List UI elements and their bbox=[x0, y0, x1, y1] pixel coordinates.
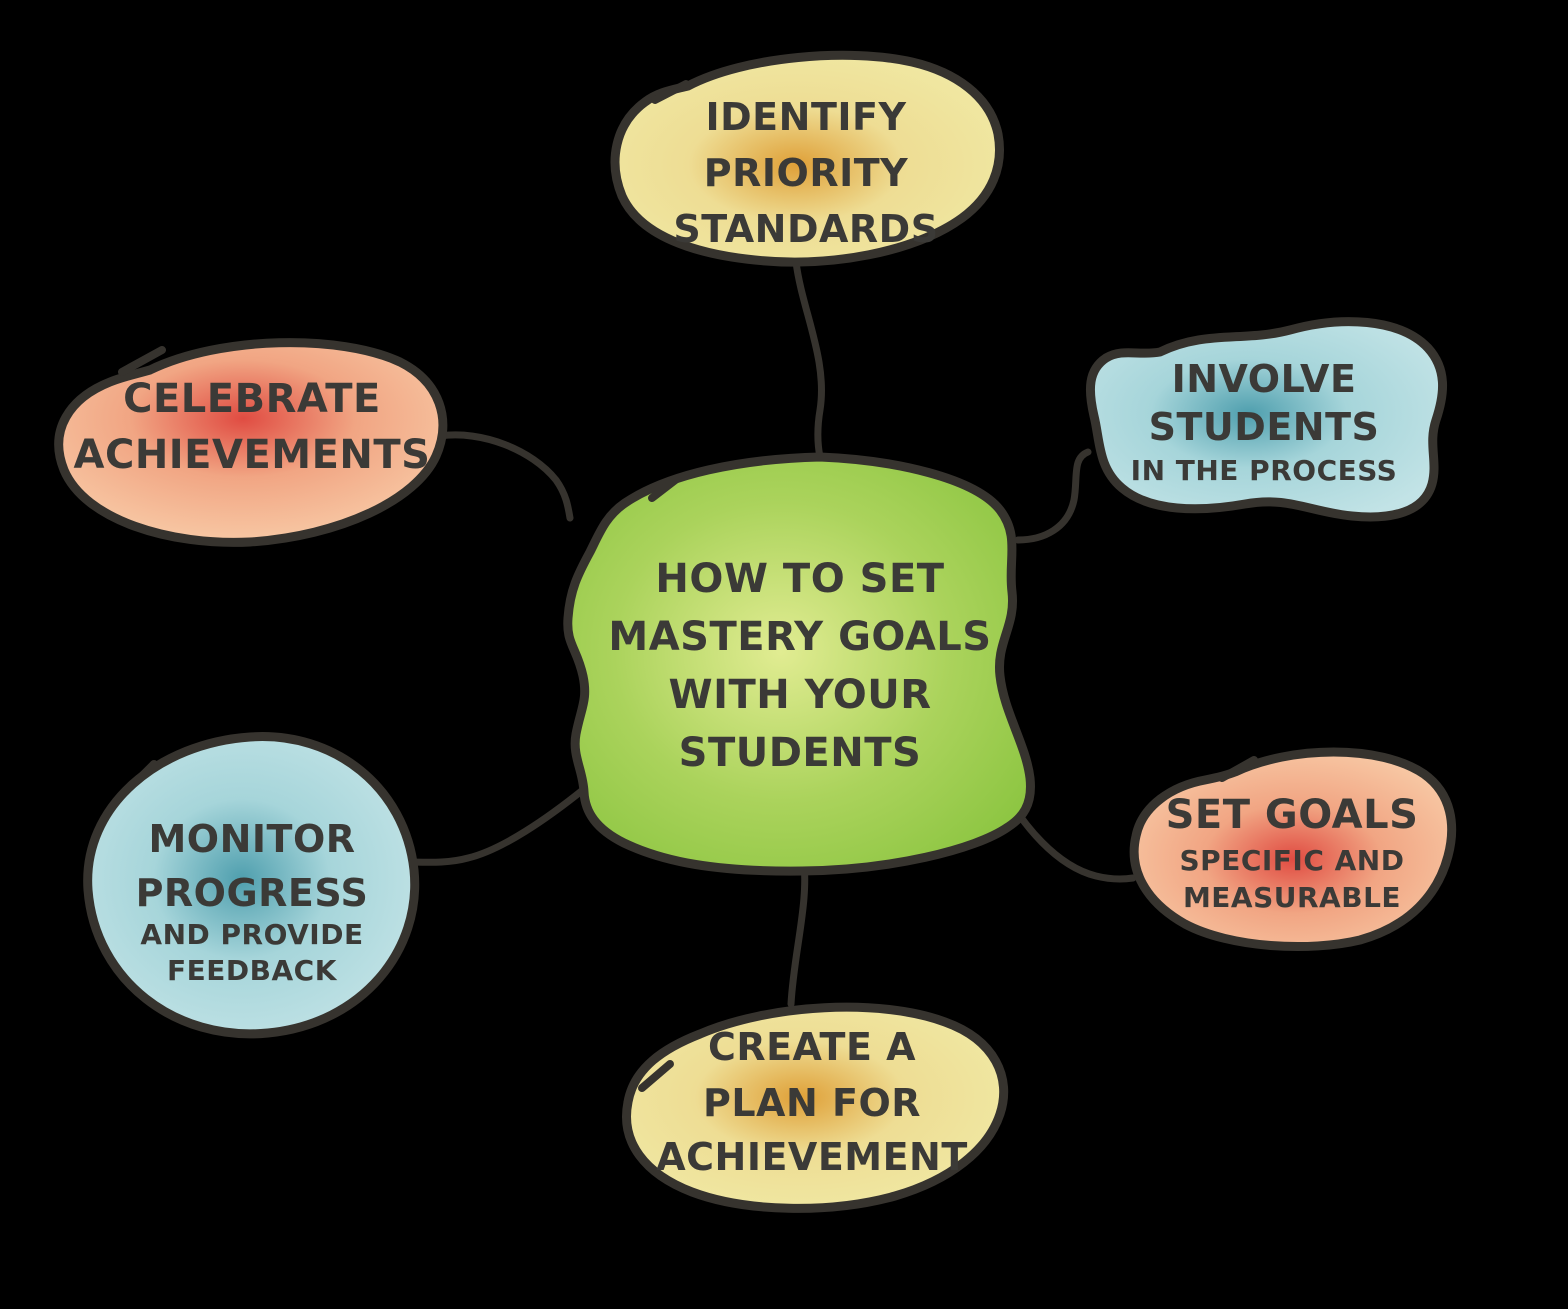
node-center-pen-flick bbox=[648, 474, 682, 502]
node-create-shape bbox=[622, 1002, 1009, 1213]
node-monitor-sublabel-line: AND PROVIDE bbox=[140, 918, 363, 951]
node-center: HOW TO SET MASTERY GOALS WITH YOUR STUDE… bbox=[563, 452, 1035, 876]
node-set-goals-pen-flick bbox=[1218, 756, 1258, 782]
node-involve-label-line: STUDENTS bbox=[1149, 405, 1380, 449]
node-celebrate-label-line: CELEBRATE bbox=[123, 376, 381, 422]
connector-monitor-center bbox=[401, 785, 588, 866]
node-monitor-label-line: PROGRESS bbox=[136, 871, 369, 915]
node-create-label-line: CREATE A bbox=[708, 1025, 916, 1069]
node-monitor-label-line: MONITOR bbox=[148, 817, 355, 861]
node-center-shape bbox=[563, 452, 1035, 876]
node-involve-label-line: INVOLVE bbox=[1172, 357, 1357, 401]
node-monitor-pen-flick bbox=[134, 760, 158, 784]
connector-involve-center bbox=[1014, 448, 1092, 544]
node-center-label-line: HOW TO SET bbox=[655, 556, 944, 602]
node-celebrate-pen-flick bbox=[118, 346, 166, 376]
node-set-goals-shape bbox=[1129, 747, 1457, 952]
node-center-label-line: WITH YOUR bbox=[668, 672, 931, 718]
node-create-label-line: PLAN FOR bbox=[703, 1081, 921, 1125]
node-monitor-sublabel-line: FEEDBACK bbox=[167, 954, 338, 987]
node-create-label-line: ACHIEVEMENT bbox=[656, 1135, 968, 1179]
connector-create-center bbox=[787, 851, 809, 1008]
node-identify-label-line: IDENTIFY bbox=[706, 95, 907, 139]
node-set-goals: SET GOALS SPECIFIC AND MEASURABLE bbox=[1129, 747, 1457, 952]
node-involve: INVOLVE STUDENTS IN THE PROCESS bbox=[1085, 317, 1447, 522]
node-center-label-line: MASTERY GOALS bbox=[608, 614, 991, 660]
node-monitor: MONITOR PROGRESS AND PROVIDE FEEDBACK bbox=[83, 732, 420, 1039]
node-identify-pen-flick bbox=[651, 80, 690, 104]
node-center-label-line: STUDENTS bbox=[679, 730, 922, 776]
node-identify-label-line: PRIORITY bbox=[704, 151, 908, 195]
node-monitor-shape bbox=[83, 732, 420, 1039]
node-create-pen-flick bbox=[638, 1060, 674, 1092]
node-create: CREATE A PLAN FOR ACHIEVEMENT bbox=[622, 1002, 1009, 1213]
node-identify-label-line: STANDARDS bbox=[673, 207, 938, 251]
node-set-goals-sublabel-line: MEASURABLE bbox=[1183, 881, 1401, 914]
node-identify-shape bbox=[610, 50, 1004, 267]
node-involve-shape bbox=[1085, 317, 1447, 522]
node-set-goals-sublabel-line: SPECIFIC AND bbox=[1180, 844, 1405, 877]
connector-celebrate-center bbox=[436, 431, 574, 522]
node-involve-sublabel-line: IN THE PROCESS bbox=[1131, 454, 1398, 487]
connector-identify-center bbox=[792, 258, 825, 461]
node-celebrate: CELEBRATE ACHIEVEMENTS bbox=[54, 338, 448, 547]
node-celebrate-label-line: ACHIEVEMENTS bbox=[74, 432, 431, 478]
node-celebrate-shape bbox=[54, 338, 448, 547]
node-identify: IDENTIFY PRIORITY STANDARDS bbox=[610, 50, 1004, 267]
node-set-goals-label-line: SET GOALS bbox=[1166, 792, 1419, 838]
